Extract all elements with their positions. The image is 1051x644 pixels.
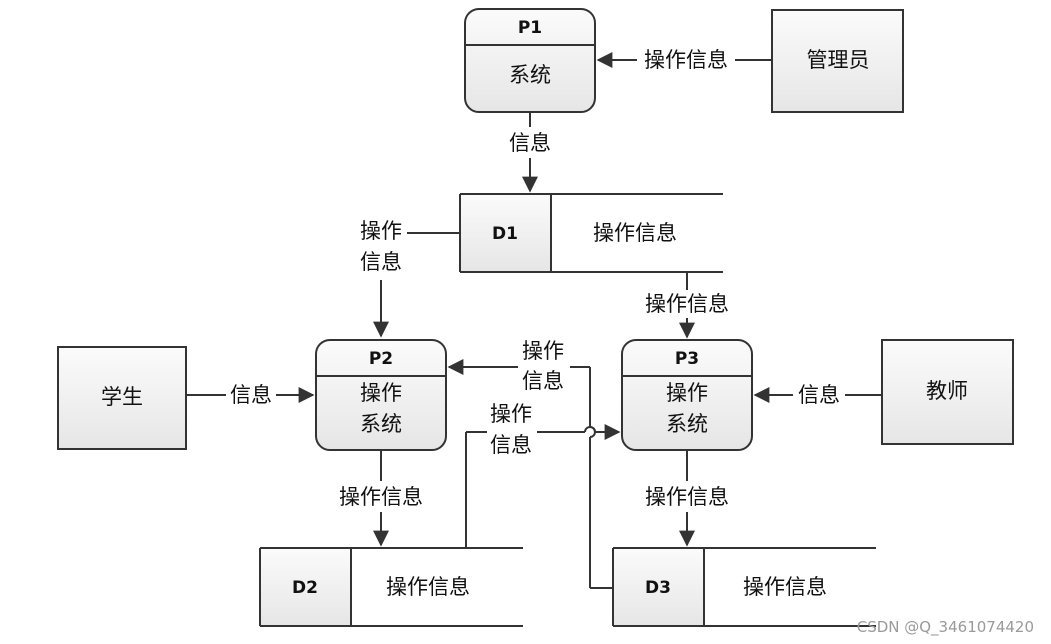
store-d3-name: 操作信息 [743,575,827,599]
store-d2: D2 操作信息 [259,547,523,627]
process-p2-id: P2 [369,349,393,369]
process-p1-id: P1 [518,18,542,38]
process-p3-id: P3 [675,349,699,369]
store-d1-id: D1 [492,224,518,244]
flow-d1-to-p2-label-2: 信息 [360,250,402,274]
flow-p3-to-p2-label-1: 操作 [522,339,564,363]
process-p3-name-2: 系统 [666,412,708,436]
entity-teacher-label: 教师 [926,379,968,403]
process-p3-name-1: 操作 [666,381,708,405]
flow-d2-to-p3-label-2: 信息 [490,433,532,457]
store-d3-id: D3 [645,578,671,598]
flow-d2-to-p3-label-1: 操作 [490,402,532,426]
flow-d2-to-p3: 操作 信息 [465,402,621,548]
store-d2-id: D2 [292,578,318,598]
flow-admin-to-p1: 操作信息 [596,48,772,72]
flow-p3-to-d3: 操作信息 [645,450,729,547]
flow-p1-to-d1: 信息 [509,112,551,193]
store-d2-name: 操作信息 [386,575,470,599]
process-p1: P1 系统 [464,8,596,113]
flow-p2-to-d2: 操作信息 [339,450,423,547]
store-d1-name: 操作信息 [593,221,677,245]
store-d3: D3 操作信息 [612,547,876,627]
process-p2-name-2: 系统 [360,412,402,436]
process-p3: P3 操作 系统 [621,339,753,451]
process-p2: P2 操作 系统 [315,339,447,451]
flow-student-to-p2-label: 信息 [230,383,272,407]
flow-teacher-to-p3: 信息 [753,383,882,407]
flow-teacher-to-p3-label: 信息 [798,383,840,407]
entity-admin-label: 管理员 [807,48,870,72]
flow-admin-to-p1-label: 操作信息 [644,48,728,72]
flow-d1-to-p3-label: 操作信息 [645,292,729,316]
store-d1: D1 操作信息 [459,193,723,273]
entity-student-label: 学生 [101,385,143,409]
flow-d1-to-p3: 操作信息 [645,272,729,339]
process-p2-name-1: 操作 [360,381,402,405]
flow-d1-to-p2: 操作 信息 [360,219,460,338]
flow-p3-to-d3-label: 操作信息 [645,485,729,509]
flow-p3-to-p2: 操作 信息 [447,339,613,589]
flow-p2-to-d2-label: 操作信息 [339,485,423,509]
flow-p3-to-p2-label-2: 信息 [522,369,564,393]
flow-d1-to-p2-label-1: 操作 [360,219,402,243]
entity-student: 学生 [57,346,187,450]
flow-p1-to-d1-label: 信息 [509,131,551,155]
process-p1-name: 系统 [509,63,551,87]
entity-teacher: 教师 [881,339,1014,445]
flow-student-to-p2: 信息 [186,383,315,407]
watermark: CSDN @Q_3461074420 [857,618,1034,637]
entity-admin: 管理员 [771,9,904,113]
